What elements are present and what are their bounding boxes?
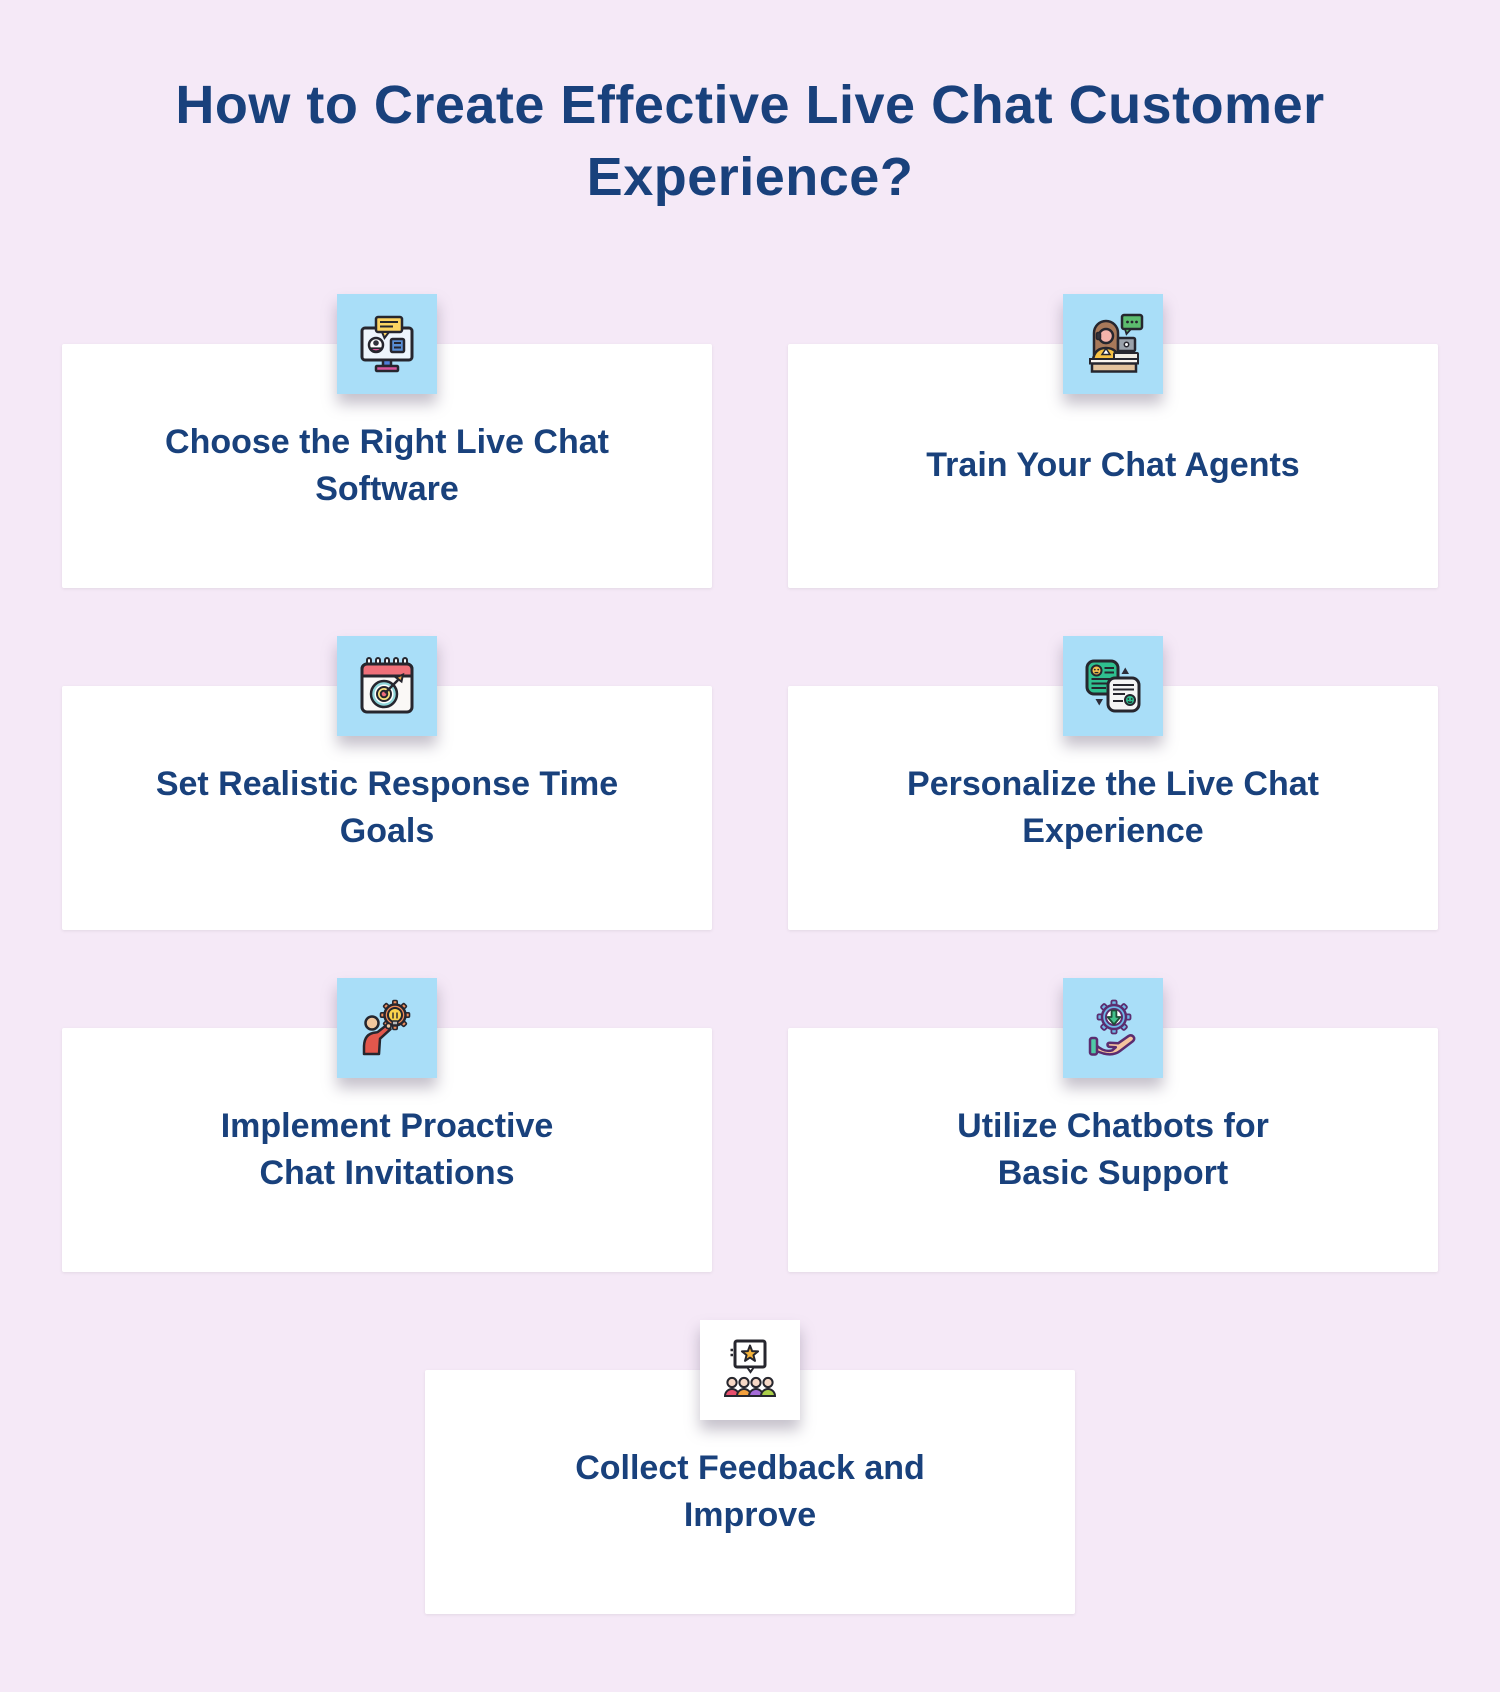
icon-badge	[337, 635, 437, 736]
step-title: Utilize Chatbots for Basic Support	[957, 1106, 1269, 1192]
feedback-people-icon	[723, 1339, 777, 1397]
proactive-idea-person-icon	[362, 999, 411, 1055]
step-card-personalize: Personalize the Live Chat Experience	[788, 635, 1438, 930]
step-title: Choose the Right Live Chat Software	[165, 422, 609, 508]
icon-badge	[337, 293, 437, 394]
icon-badge	[1063, 977, 1163, 1078]
step-title: Set Realistic Response Time Goals	[155, 764, 619, 850]
page-title: How to Create Effective Live Chat Custom…	[175, 75, 1325, 207]
step-card-train-agents: Train Your Chat Agents	[788, 293, 1438, 588]
icon-badge	[700, 1319, 800, 1420]
step-card-chatbots: Utilize Chatbots for Basic Support	[788, 977, 1438, 1272]
response-time-calendar-target-icon	[360, 656, 414, 714]
step-title: Train Your Chat Agents	[926, 446, 1300, 485]
step-card-response-time: Set Realistic Response Time Goals	[62, 635, 712, 930]
steps-grid: Choose the Right Live Chat Software	[0, 293, 1500, 1614]
step-title: Personalize the Live Chat Experience	[907, 764, 1319, 850]
chat-agent-icon	[1089, 313, 1144, 373]
step-title: Implement Proactive Chat Invitations	[220, 1106, 554, 1192]
icon-badge	[1063, 293, 1163, 394]
step-card-choose-software: Choose the Right Live Chat Software	[62, 293, 712, 588]
chatbot-hand-gear-icon	[1088, 999, 1136, 1056]
step-card: Collect Feedback and Improve	[425, 1369, 1075, 1614]
step-title: Collect Feedback and Improve	[575, 1448, 925, 1534]
icon-badge	[1063, 635, 1163, 736]
step-card-proactive-invitations: Implement Proactive Chat Invitations	[62, 977, 712, 1272]
step-card-collect-feedback: Collect Feedback and Improve	[425, 1319, 1075, 1614]
personalized-chat-messages-icon	[1085, 659, 1141, 713]
icon-badge	[337, 977, 437, 1078]
live-chat-software-icon	[360, 315, 414, 372]
step-card: Personalize the Live Chat Experience	[788, 685, 1438, 930]
